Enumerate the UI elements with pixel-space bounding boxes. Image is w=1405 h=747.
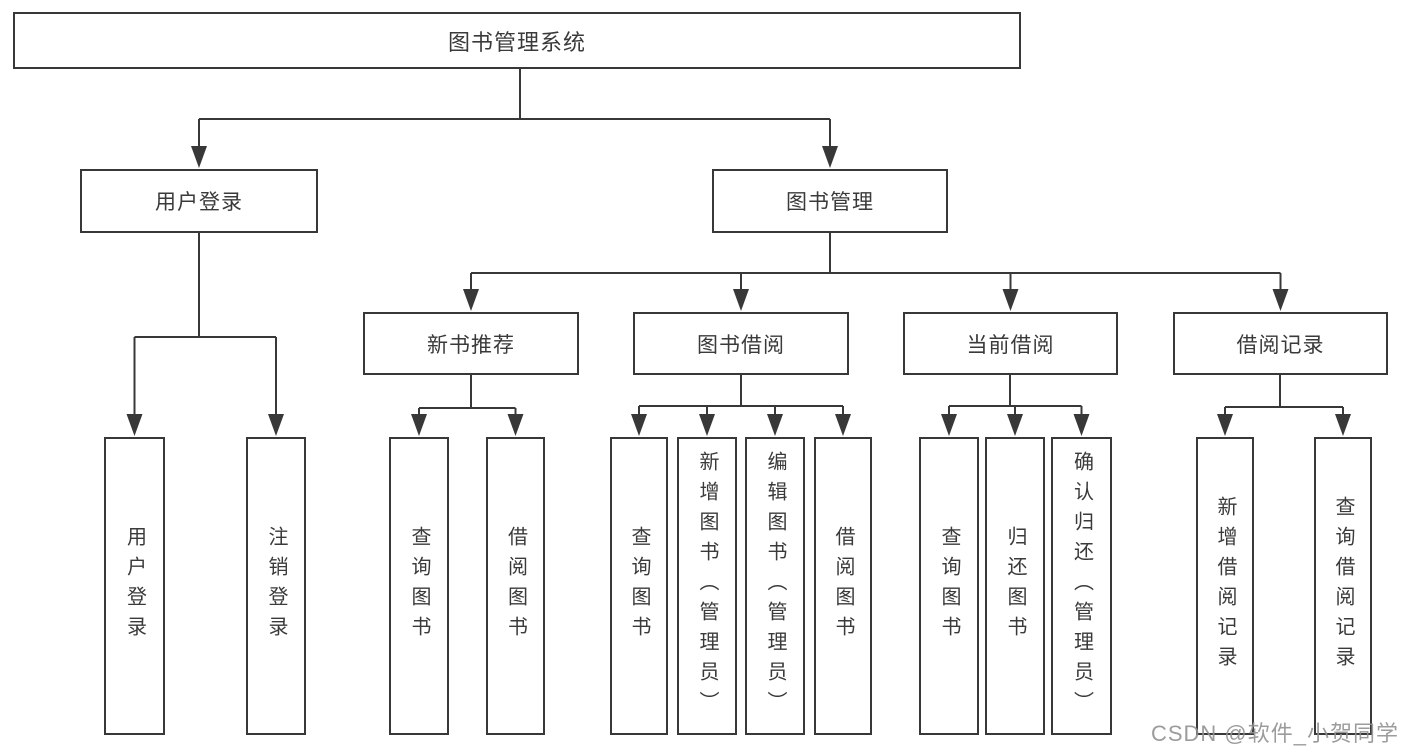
leaf-logout: 注销登录 <box>246 437 306 735</box>
node-borrow-records-label: 借阅记录 <box>1236 333 1325 357</box>
node-book-management-label: 图书管理 <box>786 191 874 214</box>
node-borrow-records: 借阅记录 <box>1173 312 1388 375</box>
node-new-book-recommend-label: 新书推荐 <box>427 333 515 357</box>
csdn-watermark: CSDN @软件_小贺同学 <box>1150 721 1399 746</box>
leaf-return-book: 归还图书 <box>985 437 1045 735</box>
leaf-user-login: 用户登录 <box>104 437 165 735</box>
leaf-query-books: 查询图书 <box>919 437 979 735</box>
leaf-confirm-return-admin: 确认归还（管理员） <box>1051 437 1112 735</box>
node-library-system: 图书管理系统 <box>13 12 1021 69</box>
node-book-management: 图书管理 <box>712 169 948 233</box>
leaf-add-book-admin: 新增图书（管理员） <box>677 437 737 735</box>
leaf-borrow-books: 借阅图书 <box>486 437 545 735</box>
leaf-query-books: 查询图书 <box>389 437 449 735</box>
node-current-borrow: 当前借阅 <box>903 312 1118 375</box>
leaf-add-borrow-record: 新增借阅记录 <box>1196 437 1254 735</box>
node-library-system-label: 图书管理系统 <box>447 29 586 55</box>
node-user-login-label: 用户登录 <box>155 191 243 214</box>
leaf-query-borrow-record: 查询借阅记录 <box>1314 437 1372 735</box>
node-book-borrow-label: 图书借阅 <box>697 333 785 357</box>
node-current-borrow-label: 当前借阅 <box>966 333 1055 357</box>
node-new-book-recommend: 新书推荐 <box>363 312 579 375</box>
node-user-login: 用户登录 <box>80 169 318 233</box>
leaf-edit-book-admin: 编辑图书（管理员） <box>745 437 805 735</box>
leaf-query-books: 查询图书 <box>610 437 668 735</box>
node-book-borrow: 图书借阅 <box>633 312 849 375</box>
leaf-borrow-books: 借阅图书 <box>814 437 872 735</box>
